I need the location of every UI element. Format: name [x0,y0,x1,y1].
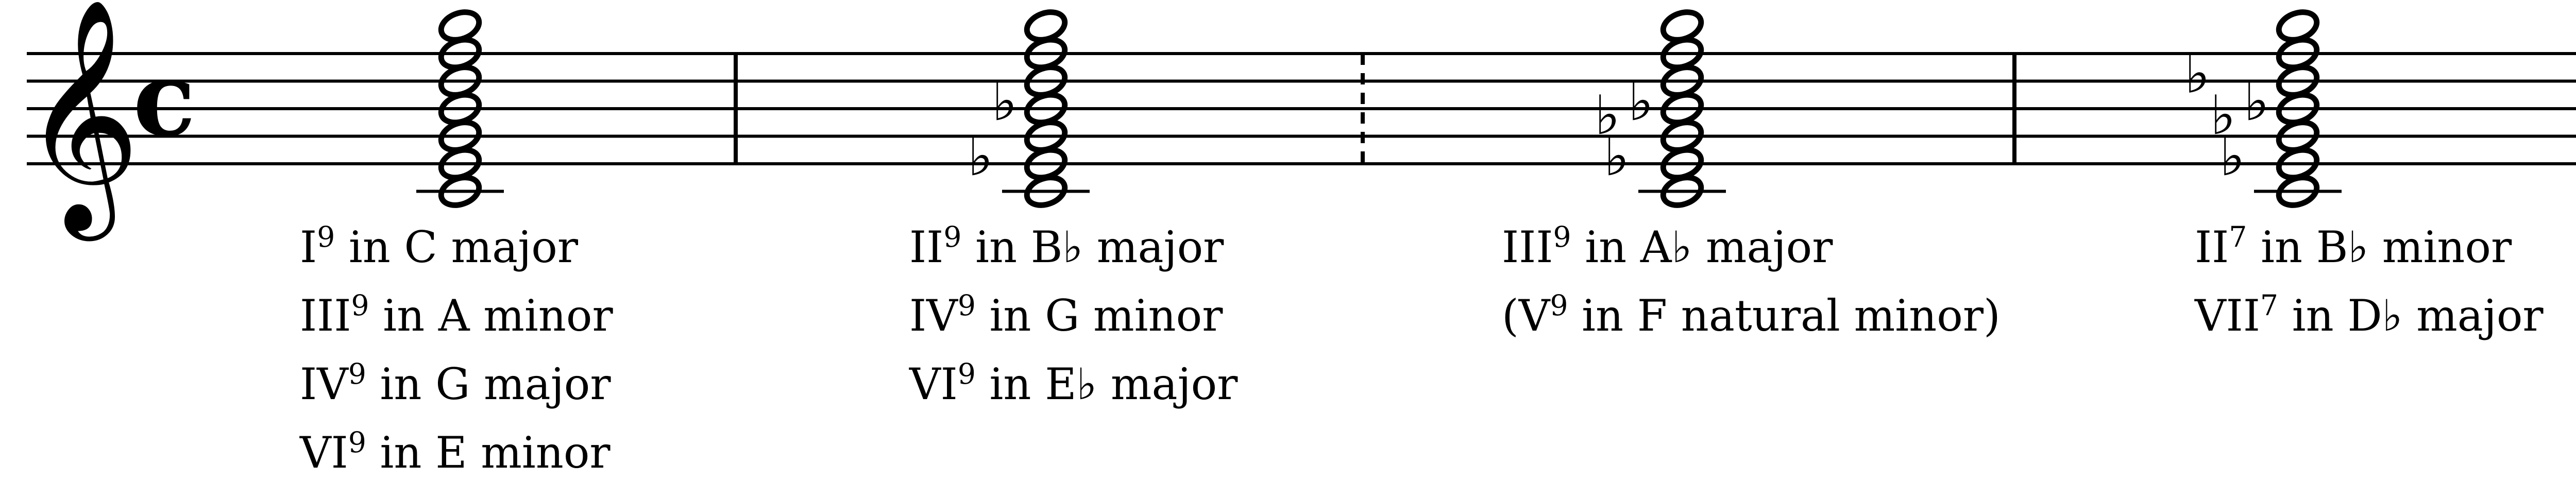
flat-accidental-icon: ♭ [2184,43,2210,106]
common-time-signature: c [133,39,196,160]
roman-numeral: II [2195,222,2229,272]
chord: ♭♭♭ [1595,9,1726,208]
key-description: in A♭ major [1571,222,1833,272]
chord: ♭♭ [968,9,1090,208]
chord-label: I9 in C major [300,223,578,269]
whole-note [1660,9,1704,43]
flat-accidental-icon: ♭ [2210,84,2236,147]
chord-extension: 9 [348,357,366,390]
chord [416,9,504,208]
flat-accidental-icon: ♭ [1628,70,1654,133]
roman-numeral: II [909,222,944,272]
key-description: in E♭ major [975,359,1238,409]
roman-numeral: IV [909,290,958,341]
chord: ♭♭♭♭ [2184,9,2342,208]
key-description: in G major [366,359,611,409]
chord-extension: 9 [957,289,976,322]
key-description: in C major [335,222,579,272]
chord-label: II7 in B♭ minor [2195,223,2512,269]
chord-extension: 9 [317,220,335,253]
time-signature-glyph: c [133,39,196,160]
flat-accidental-icon: ♭ [2244,70,2269,133]
roman-numeral: VI [909,359,958,409]
key-description: in A minor [369,290,613,341]
chords: ♭♭♭♭♭♭♭♭♭ [416,9,2342,208]
chord-extension: 7 [2260,289,2279,322]
chord-label: III9 in A minor [300,291,613,338]
chord-label: IV9 in G minor [909,291,1223,338]
chord-extension: 9 [1550,289,1568,322]
chord-label: III9 in A♭ major [1502,223,1833,269]
chord-label: IV9 in G major [300,360,611,406]
chord-label: VI9 in E minor [300,428,611,475]
chord-label: (V9 in F natural minor) [1502,291,2001,338]
whole-note [2276,9,2320,43]
roman-numeral: VI [300,427,348,478]
chord-extension: 9 [1553,220,1571,253]
roman-numeral: (V [1502,290,1550,341]
chord-extension: 7 [2229,220,2247,253]
flat-accidental-icon: ♭ [968,125,993,188]
chord-extension: 9 [351,289,369,322]
key-description: in E minor [366,427,611,478]
key-description: in B♭ minor [2247,222,2512,272]
chord-label: VII7 in D♭ major [2195,291,2544,338]
treble-clef-glyph: 𝄞 [22,0,141,243]
barlines [734,54,2016,164]
roman-numeral: III [1502,222,1553,272]
key-description: in D♭ major [2278,290,2544,341]
chord-extension: 9 [943,220,962,253]
key-description: in B♭ major [961,222,1224,272]
whole-note [1024,9,1068,43]
chord-label: VI9 in E♭ major [909,360,1238,406]
flat-accidental-icon: ♭ [2219,125,2245,188]
flat-accidental-icon: ♭ [1604,125,1630,188]
flat-accidental-icon: ♭ [992,70,1018,133]
chord-extension: 9 [957,357,976,390]
chord-label: II9 in B♭ major [909,223,1224,269]
treble-clef-icon: 𝄞 [22,0,141,243]
chord-extension: 9 [348,426,366,459]
key-description: in G minor [975,290,1223,341]
roman-numeral: I [300,222,317,272]
roman-numeral: III [300,290,351,341]
staff-lines [27,52,2576,165]
flat-accidental-icon: ♭ [1595,84,1620,147]
roman-numeral: IV [300,359,348,409]
roman-numeral: VII [2195,290,2261,341]
key-description: in F natural minor) [1568,290,2001,341]
whole-note [438,9,482,43]
